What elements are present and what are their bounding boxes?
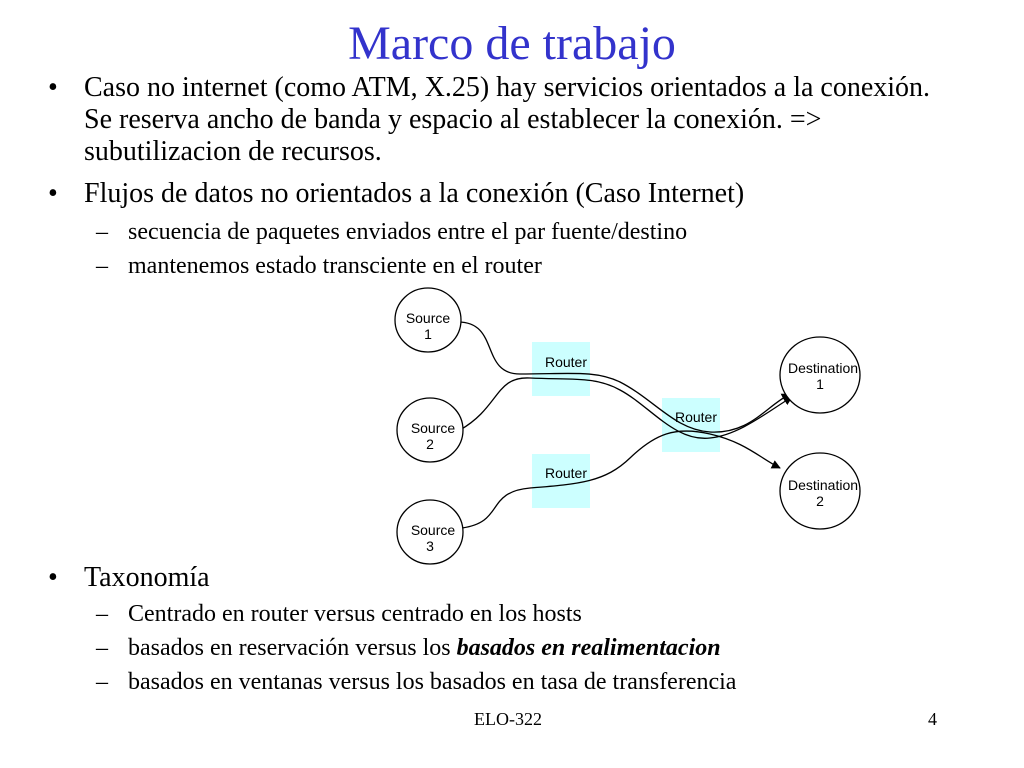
sub-bullet-text-mixed: basados en reservación versus los basado… bbox=[128, 634, 721, 662]
bullet-mark: • bbox=[48, 562, 58, 593]
source-node-3 bbox=[396, 499, 464, 565]
source-node-2 bbox=[396, 397, 464, 463]
sub-bullet-prefix: basados en reservación versus los bbox=[128, 635, 457, 661]
bullet-text: Flujos de datos no orientados a la conex… bbox=[84, 178, 745, 209]
dash-mark: – bbox=[96, 219, 108, 245]
bullet-mark: • bbox=[48, 72, 58, 103]
router-box-1 bbox=[532, 342, 590, 396]
router-label: Router bbox=[675, 409, 717, 425]
dash-mark: – bbox=[96, 669, 108, 695]
sub-bullet-text: mantenemos estado transciente en el rout… bbox=[128, 253, 542, 279]
flow-path-source1 bbox=[457, 321, 791, 433]
router-box-3 bbox=[532, 454, 590, 508]
sub-bullet-text: Centrado en router versus centrado en lo… bbox=[128, 601, 582, 627]
destination-number: 1 bbox=[816, 376, 824, 392]
destination-label: Destination bbox=[788, 477, 858, 493]
source-label: Source bbox=[411, 420, 456, 436]
dash-mark: – bbox=[96, 635, 108, 661]
network-diagram: Source 1 Source 2 Source 3 Destination 1… bbox=[394, 287, 861, 565]
router-label: Router bbox=[545, 465, 587, 481]
source-node-1 bbox=[394, 287, 462, 353]
destination-node-2 bbox=[779, 452, 861, 530]
slide-title: Marco de trabajo bbox=[348, 17, 676, 70]
router-box-2 bbox=[662, 398, 720, 452]
bullet-text: Taxonomía bbox=[84, 562, 210, 593]
source-label: Source bbox=[406, 310, 451, 326]
destination-node-1 bbox=[779, 336, 861, 414]
flow-path-source2 bbox=[459, 377, 793, 439]
source-number: 2 bbox=[426, 436, 434, 452]
footer-course: ELO-322 bbox=[474, 709, 542, 729]
destination-label: Destination bbox=[788, 360, 858, 376]
flow-path-source3 bbox=[461, 430, 781, 529]
dash-mark: – bbox=[96, 253, 108, 279]
destination-number: 2 bbox=[816, 493, 824, 509]
dash-mark: – bbox=[96, 601, 108, 627]
source-label: Source bbox=[411, 522, 456, 538]
sub-bullet-text: secuencia de paquetes enviados entre el … bbox=[128, 219, 688, 245]
bullet-text: Caso no internet (como ATM, X.25) hay se… bbox=[84, 72, 931, 167]
footer-page-number: 4 bbox=[928, 709, 937, 729]
router-label: Router bbox=[545, 354, 587, 370]
bullet-mark: • bbox=[48, 178, 58, 209]
sub-bullet-text: basados en ventanas versus los basados e… bbox=[128, 669, 737, 695]
source-number: 3 bbox=[426, 538, 434, 554]
sub-bullet-emphasis: basados en realimentacion bbox=[456, 635, 721, 661]
source-number: 1 bbox=[424, 326, 432, 342]
